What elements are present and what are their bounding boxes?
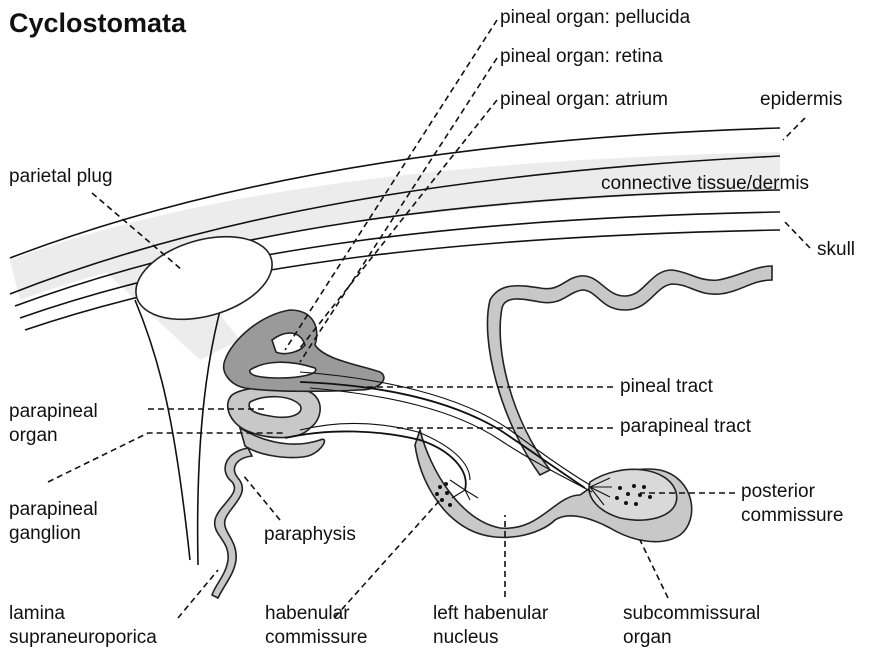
label-pineal-tract: pineal tract bbox=[620, 375, 713, 398]
label-pineal-pellucida: pineal organ: pellucida bbox=[500, 6, 690, 29]
label-left-habenular-nucleus-line2: nucleus bbox=[433, 626, 499, 649]
diagram-title: Cyclostomata bbox=[9, 8, 186, 39]
label-paraphysis: paraphysis bbox=[264, 523, 356, 546]
label-pineal-atrium: pineal organ: atrium bbox=[500, 88, 668, 111]
label-posterior-commissure-line1: posterior bbox=[741, 480, 815, 503]
label-habenular-commissure-line1: habenular bbox=[265, 602, 350, 625]
label-parapineal-tract: parapineal tract bbox=[620, 415, 751, 438]
posterior-roof-shape bbox=[487, 266, 772, 475]
label-parietal-plug: parietal plug bbox=[9, 165, 113, 188]
label-subcommissural-organ-line2: organ bbox=[623, 626, 672, 649]
label-epidermis: epidermis bbox=[760, 88, 842, 111]
label-parapineal-ganglion-line1: parapineal bbox=[9, 498, 98, 521]
label-left-habenular-nucleus-line1: left habenular bbox=[433, 602, 548, 625]
leader-epidermis bbox=[783, 118, 805, 140]
label-lamina-line1: lamina bbox=[9, 602, 65, 625]
label-dermis: connective tissue/dermis bbox=[601, 172, 809, 195]
label-skull: skull bbox=[817, 238, 855, 261]
label-parapineal-ganglion-line2: ganglion bbox=[9, 522, 81, 545]
leader-paraphysis bbox=[243, 475, 280, 520]
label-lamina-line2: supraneuroporica bbox=[9, 626, 157, 649]
label-subcommissural-organ-line1: subcommissural bbox=[623, 602, 760, 625]
pineal-tract-fiber-c bbox=[310, 388, 592, 492]
label-pineal-retina: pineal organ: retina bbox=[500, 45, 663, 68]
paraphysis-shape bbox=[212, 448, 252, 598]
label-habenular-commissure-line2: commissure bbox=[265, 626, 367, 649]
leader-subcommissural-organ bbox=[640, 540, 668, 598]
leader-skull bbox=[785, 222, 810, 248]
leader-habenular-commissure bbox=[335, 500, 440, 617]
label-parapineal-organ-line1: parapineal bbox=[9, 400, 98, 423]
label-posterior-commissure-line2: commissure bbox=[741, 504, 843, 527]
label-parapineal-organ-line2: organ bbox=[9, 424, 58, 447]
habenular-fiber-fan bbox=[450, 480, 478, 500]
